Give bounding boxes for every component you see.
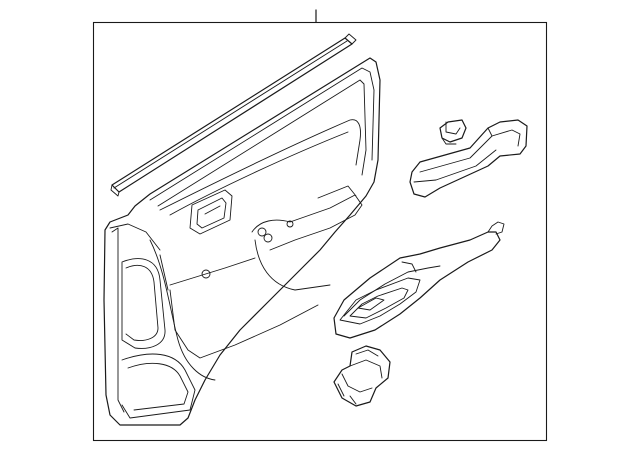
door-trim-panel (103, 57, 381, 426)
diagram-frame (92, 21, 548, 442)
armrest-switch-bezel (333, 221, 505, 339)
handle-clip (439, 119, 467, 145)
window-switch (333, 345, 391, 407)
pull-handle (409, 119, 528, 198)
belt-weatherstrip (110, 33, 357, 197)
